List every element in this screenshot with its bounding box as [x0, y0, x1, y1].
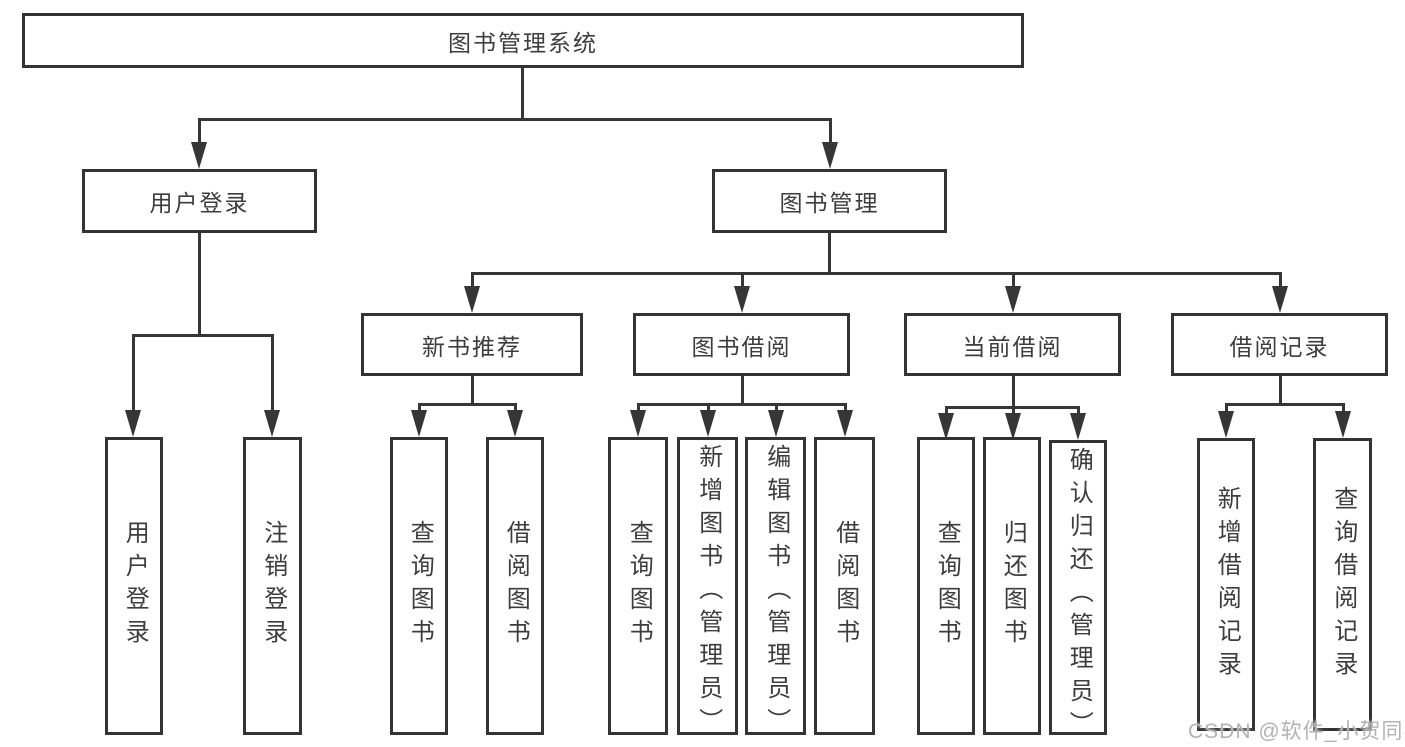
node-library-system: 图书管理系统	[22, 13, 1024, 68]
node-label: 查询图书	[933, 520, 961, 652]
connector-hbar	[471, 272, 1281, 275]
node-label: 注销登录	[259, 520, 287, 652]
arrowhead-down	[938, 413, 954, 440]
node-user-login-leaf: 用户登录	[105, 437, 163, 735]
arrowhead-down	[734, 286, 750, 313]
connector-stem	[1279, 376, 1282, 406]
arrowhead-down	[822, 142, 838, 169]
connector-drop	[1012, 406, 1015, 415]
arrowhead-down	[1335, 411, 1351, 438]
connector-stem	[1012, 376, 1015, 409]
arrowhead-down	[1005, 413, 1021, 440]
node-book-borrowing: 图书借阅	[633, 313, 850, 376]
node-borrowing-records: 借阅记录	[1171, 313, 1388, 376]
node-new-book-recommendation: 新书推荐	[361, 313, 583, 376]
node-label: 查询图书	[625, 520, 653, 652]
node-query-books: 查询图书	[608, 437, 668, 735]
node-label: 确认归还（管理员）	[1065, 447, 1093, 744]
connector-drop	[1012, 272, 1015, 288]
arrowhead-down	[507, 410, 523, 437]
arrowhead-down	[837, 410, 853, 437]
connector-drop	[844, 403, 847, 412]
node-label: 归还图书	[999, 520, 1027, 652]
connector-stem	[198, 233, 201, 336]
node-label: 图书管理	[779, 190, 880, 216]
node-edit-books-admin: 编辑图书（管理员）	[745, 437, 806, 741]
node-logout: 注销登录	[243, 437, 302, 735]
connector-root-hbar	[198, 118, 832, 121]
node-label: 当前借阅	[962, 333, 1063, 360]
connector-drop	[1225, 403, 1228, 412]
connector-drop	[741, 272, 744, 288]
connector-drop	[1077, 406, 1080, 415]
connector-drop	[132, 334, 135, 411]
connector-drop	[637, 403, 640, 412]
connector-drop	[707, 403, 710, 412]
connector-stem	[741, 376, 744, 406]
node-add-borrow-record: 新增借阅记录	[1197, 438, 1255, 731]
arrowhead-down	[630, 410, 646, 437]
connector-drop	[198, 118, 201, 144]
node-label: 查询借阅记录	[1329, 485, 1357, 684]
node-current-borrowing: 当前借阅	[904, 313, 1121, 376]
node-borrow-books: 借阅图书	[486, 437, 544, 735]
connector-drop	[1279, 272, 1282, 288]
connector-hbar	[637, 403, 847, 406]
node-label: 新增借阅记录	[1213, 485, 1241, 684]
connector-root-stem	[521, 68, 524, 120]
connector-stem	[828, 233, 831, 275]
node-confirm-return-admin: 确认归还（管理员）	[1049, 440, 1107, 744]
connector-drop	[1342, 403, 1345, 412]
node-label: 借阅图书	[831, 520, 859, 652]
connector-drop	[471, 272, 474, 288]
arrowhead-down	[264, 410, 280, 437]
node-label: 用户登录	[149, 190, 250, 216]
arrowhead-down	[1005, 286, 1021, 313]
connector-drop	[418, 403, 421, 412]
node-query-books: 查询图书	[917, 437, 975, 735]
node-label: 新增图书（管理员）	[694, 444, 722, 741]
node-label: 图书借阅	[691, 333, 792, 360]
node-label: 借阅图书	[502, 520, 530, 652]
node-user-login: 用户登录	[82, 169, 317, 233]
node-label: 查询图书	[406, 520, 434, 652]
arrowhead-down	[191, 142, 207, 169]
node-borrow-books: 借阅图书	[814, 437, 875, 735]
connector-drop	[829, 118, 832, 144]
arrowhead-down	[1272, 286, 1288, 313]
node-book-management: 图书管理	[712, 169, 947, 233]
node-query-borrow-record: 查询借阅记录	[1313, 438, 1372, 731]
arrowhead-down	[411, 410, 427, 437]
connector-hbar	[132, 334, 274, 337]
arrowhead-down	[1218, 411, 1234, 438]
arrowhead-down	[1070, 413, 1086, 440]
node-add-books-admin: 新增图书（管理员）	[677, 437, 738, 741]
connector-drop	[945, 406, 948, 415]
node-label: 新书推荐	[422, 333, 522, 360]
arrowhead-down	[125, 410, 141, 437]
watermark: CSDN @软件_小贺同学	[1188, 720, 1405, 743]
node-label: 编辑图书（管理员）	[762, 444, 790, 741]
arrowhead-down	[700, 410, 716, 437]
arrowhead-down	[768, 410, 784, 437]
node-label: 借阅记录	[1229, 333, 1330, 360]
node-label: 用户登录	[121, 520, 149, 652]
connector-drop	[775, 403, 778, 412]
connector-drop	[514, 403, 517, 412]
node-return-books: 归还图书	[983, 437, 1041, 735]
arrowhead-down	[464, 286, 480, 313]
connector-hbar	[418, 403, 517, 406]
connector-hbar	[1225, 403, 1344, 406]
node-label: 图书管理系统	[448, 29, 598, 56]
connector-stem	[471, 376, 474, 406]
node-query-books: 查询图书	[390, 437, 448, 735]
connector-drop	[271, 334, 274, 411]
